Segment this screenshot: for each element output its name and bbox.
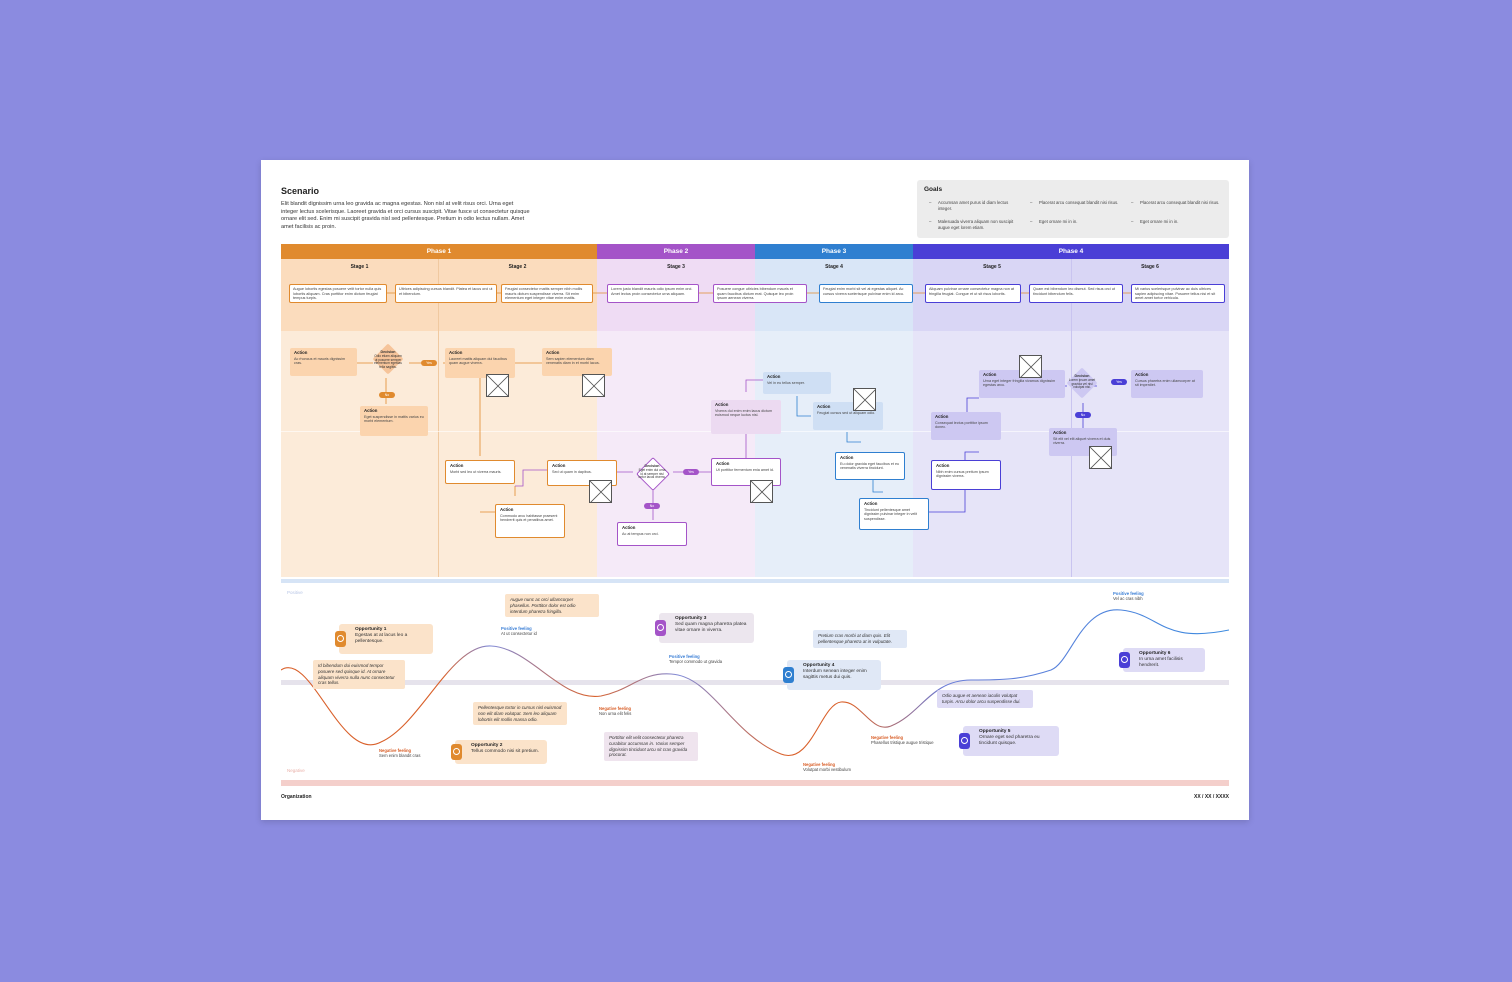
lightbulb-icon — [783, 667, 794, 683]
goal-item: Eget ornare mi in in. — [1030, 219, 1119, 225]
no-pill: No — [379, 392, 395, 398]
stage-2-title: Stage 2 — [508, 264, 527, 270]
scenario-description: Elit blandit dignissim urna leo gravida … — [281, 201, 530, 230]
yes-pill: Yes — [421, 360, 437, 366]
step-box: Augue lobortis egestas posuere velit tor… — [289, 284, 387, 303]
image-placeholder-icon — [582, 374, 605, 397]
page-title: Scenario — [281, 186, 320, 196]
positive-axis-label: Positive — [287, 590, 303, 595]
quote-note: Pretium cras morbi at diam quis. Elit pe… — [813, 630, 907, 648]
footer-organization: Organization — [281, 794, 312, 800]
step-box: Aliquam pulvinar ornare consectetur magn… — [925, 284, 1021, 303]
negative-band — [281, 780, 1229, 786]
yes-pill: Yes — [683, 469, 699, 475]
emotion-curve — [281, 609, 1229, 757]
yes-pill: Yes — [1111, 379, 1127, 385]
stage-divider — [1071, 259, 1072, 577]
flow-connectors — [357, 292, 1131, 521]
phase-3-header: Phase 3 — [755, 244, 913, 259]
stage-4-title: Stage 4 — [825, 264, 843, 270]
image-placeholder-icon — [1019, 355, 1042, 378]
goal-item: Eget ornare mi in in. — [1131, 219, 1220, 225]
step-box: Feugiat enim morbi sit vel at egestas al… — [819, 284, 913, 303]
step-box: Ultrices adipiscing cursus blandit. Plat… — [395, 284, 497, 303]
image-placeholder-icon — [750, 480, 773, 503]
image-placeholder-icon — [486, 374, 509, 397]
journey-map-sheet: Scenario Elit blandit dignissim urna leo… — [261, 160, 1249, 820]
step-box: Mi varius scelerisque pulvinar ac duis u… — [1131, 284, 1225, 303]
step-box: Posuere congue ultricies bibendum mauris… — [713, 284, 807, 303]
goals-panel: Goals Accumsan amet purus id diam lectus… — [917, 180, 1229, 238]
goal-item: Placerat arcu consequat blandit nisi ris… — [1030, 200, 1119, 206]
goal-item: Malesuada viverra aliquam non suscipit a… — [929, 219, 1018, 230]
phase-2-header: Phase 2 — [597, 244, 755, 259]
phase-4-header: Phase 4 — [913, 244, 1229, 259]
stage-5-title: Stage 5 — [983, 264, 1001, 270]
footer-date: XX / XX / XXXX — [1193, 794, 1229, 800]
quote-note: Id bibendum dui euismod tempor posuere s… — [313, 660, 405, 690]
negative-axis-label: Negative — [287, 768, 305, 773]
neutral-line — [281, 680, 1229, 685]
goal-item: Accumsan amet purus id diam lectus integ… — [929, 200, 1018, 211]
quote-note: Odio augue et aenean iaculis volutpat tu… — [937, 690, 1033, 708]
image-placeholder-icon — [853, 388, 876, 411]
lightbulb-icon — [1119, 652, 1130, 668]
lightbulb-icon — [959, 733, 970, 749]
quote-note: Porttitor elit velit consectetur pharetr… — [604, 732, 698, 762]
stage-3-title: Stage 3 — [667, 264, 685, 270]
image-placeholder-icon — [589, 480, 612, 503]
step-box: Feugiat consectetur mattis semper nibh m… — [501, 284, 593, 303]
phase-1-header: Phase 1 — [281, 244, 597, 259]
lightbulb-icon — [451, 744, 462, 760]
goal-item: Placerat arcu consequat blandit nisi ris… — [1131, 200, 1220, 206]
stage-1-title: Stage 1 — [350, 264, 369, 270]
step-box: Quam est bibendum leo dismut. Sed risus … — [1029, 284, 1123, 303]
quote-note: Pellentesque tortor in cursus nisl euism… — [473, 702, 567, 726]
no-pill: No — [644, 503, 660, 509]
no-pill: No — [1075, 412, 1091, 418]
positive-band — [281, 579, 1229, 583]
quote-note: Augue nunc ac orci ullamcorper phasellus… — [505, 594, 599, 618]
lightbulb-icon — [655, 620, 666, 636]
image-placeholder-icon — [1089, 446, 1112, 469]
stage-6-title: Stage 6 — [1141, 264, 1159, 270]
goals-title: Goals — [924, 186, 943, 193]
step-box: Lorem justo blandit mauris odio ipsum en… — [607, 284, 699, 303]
stage-divider — [438, 259, 439, 577]
lightbulb-icon — [335, 631, 346, 647]
